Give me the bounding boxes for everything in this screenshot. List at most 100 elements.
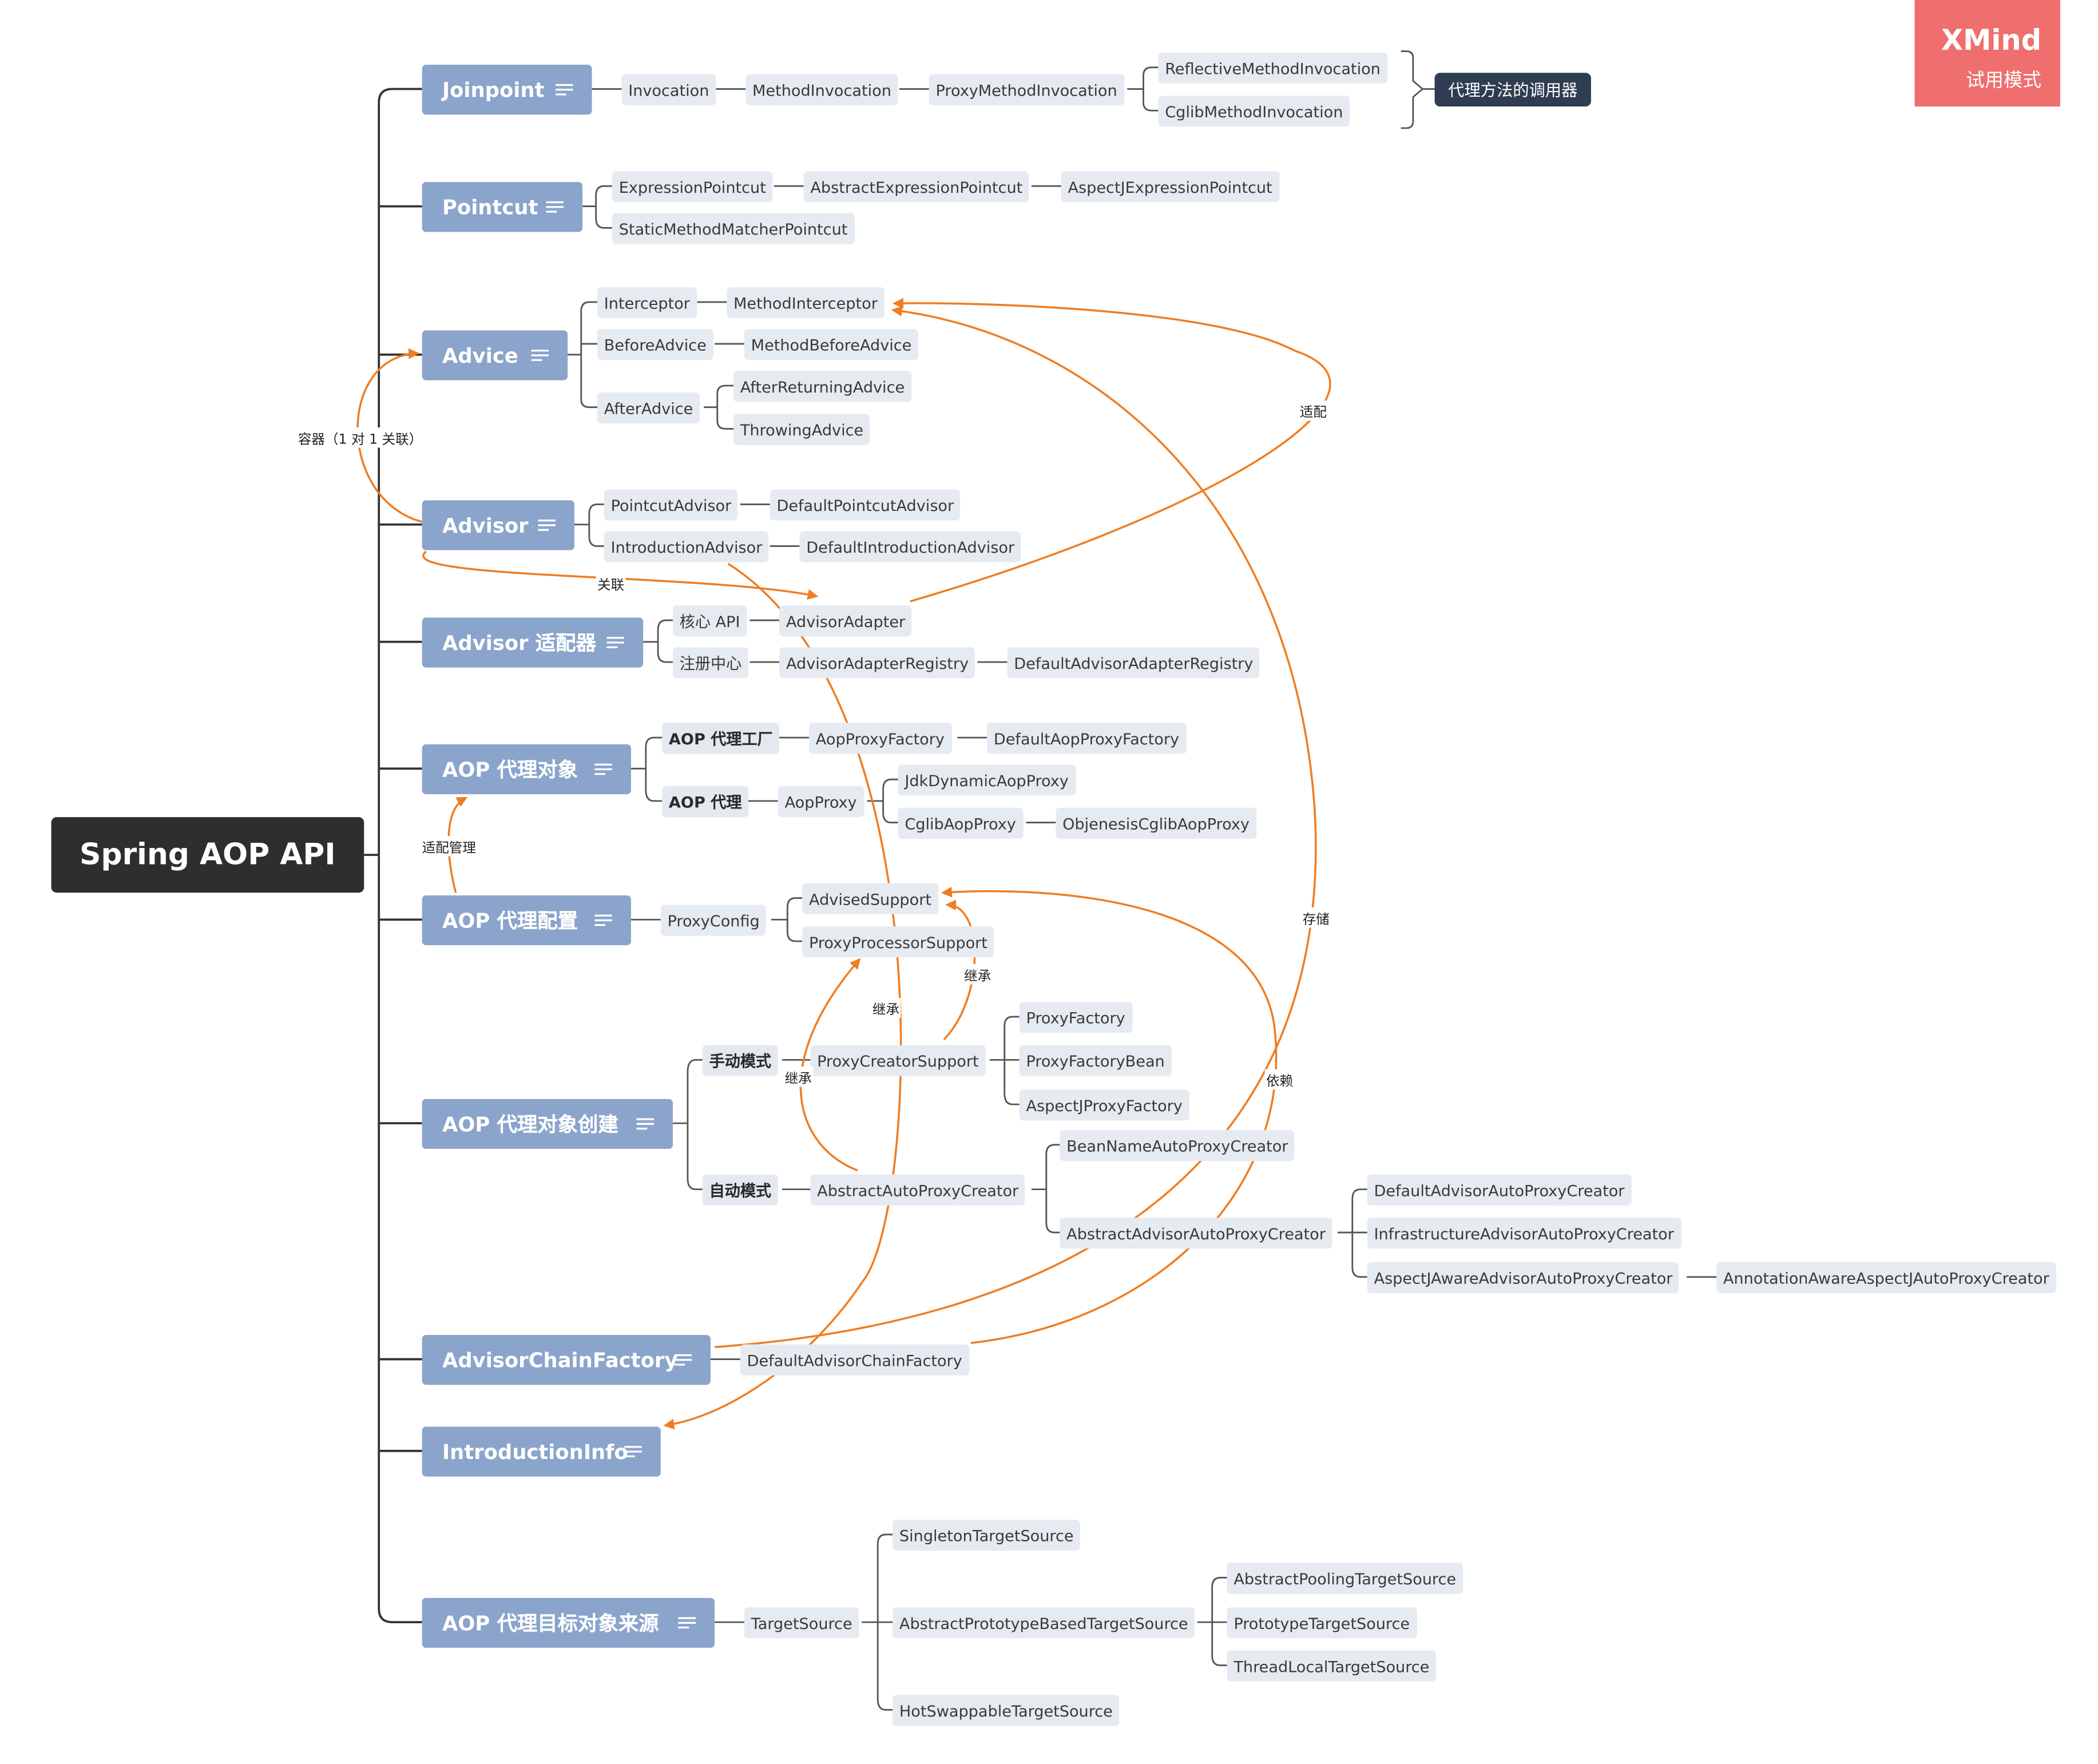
leaf-default-advisor-chain-factory[interactable]: DefaultAdvisorChainFactory [740, 1344, 969, 1375]
relation-label-store[interactable]: 存储 [1301, 907, 1331, 928]
leaf-advisor-adapter[interactable]: AdvisorAdapter [779, 605, 912, 637]
leaf-proxy-factory-bean[interactable]: ProxyFactoryBean [1019, 1045, 1172, 1076]
topic-advisor-label: Advisor [442, 513, 529, 538]
leaf-method-invocation[interactable]: MethodInvocation [745, 74, 898, 105]
leaf-annotation-aware-aspectj-auto-proxy-creator[interactable]: AnnotationAwareAspectJAutoProxyCreator [1716, 1262, 2056, 1294]
relation-label-container[interactable]: 容器（1 对 1 关联） [296, 427, 424, 448]
leaf-auto-mode[interactable]: 自动模式 [702, 1174, 778, 1206]
leaf-prototype-target-source[interactable]: PrototypeTargetSource [1227, 1607, 1417, 1639]
leaf-proxy-creator-support[interactable]: ProxyCreatorSupport [810, 1045, 986, 1076]
leaf-method-interceptor[interactable]: MethodInterceptor [727, 287, 885, 319]
topic-advice[interactable]: Advice [422, 330, 568, 380]
leaf-core-api[interactable]: 核心 API [672, 605, 747, 637]
leaf-proxy-factory[interactable]: ProxyFactory [1019, 1002, 1132, 1033]
leaf-proxy-processor-support[interactable]: ProxyProcessorSupport [802, 926, 994, 958]
summary-proxy-invoker[interactable]: 代理方法的调用器 [1434, 73, 1591, 107]
relation-depend [941, 886, 1278, 1345]
relation-assoc [422, 550, 819, 600]
relation-store [714, 306, 1317, 1349]
relation-inherit3 [799, 958, 861, 1172]
leaf-reflective-method-invocation[interactable]: ReflectiveMethodInvocation [1158, 52, 1387, 84]
leaf-abstract-expression-pointcut[interactable]: AbstractExpressionPointcut [803, 171, 1030, 203]
topic-aop-target-source[interactable]: AOP 代理目标对象来源 [422, 1597, 715, 1648]
leaf-registry-center[interactable]: 注册中心 [672, 647, 748, 679]
topic-aop-proxy-creation[interactable]: AOP 代理对象创建 [422, 1099, 673, 1149]
leaf-default-aop-proxy-factory[interactable]: DefaultAopProxyFactory [987, 723, 1186, 754]
relation-inherit1 [663, 562, 902, 1430]
relation-label-assoc[interactable]: 关联 [596, 573, 626, 593]
notes-icon [606, 637, 625, 648]
leaf-aop-proxy-factory-group[interactable]: AOP 代理工厂 [662, 723, 780, 754]
leaf-default-advisor-auto-proxy-creator[interactable]: DefaultAdvisorAutoProxyCreator [1367, 1174, 1632, 1206]
leaf-default-introduction-advisor[interactable]: DefaultIntroductionAdvisor [799, 531, 1021, 562]
leaf-hot-swappable-target-source[interactable]: HotSwappableTargetSource [893, 1695, 1120, 1726]
relation-label-inherit-1[interactable]: 继承 [871, 997, 901, 1018]
topic-introduction-info[interactable]: IntroductionInfo [422, 1426, 661, 1477]
notes-icon [538, 520, 556, 531]
relation-label-adapt-management[interactable]: 适配管理 [421, 836, 478, 857]
leaf-method-before-advice[interactable]: MethodBeforeAdvice [744, 329, 919, 360]
leaf-aspectj-aware-advisor-auto-proxy-creator[interactable]: AspectJAwareAdvisorAutoProxyCreator [1367, 1262, 1680, 1294]
leaf-aop-proxy[interactable]: AopProxy [778, 786, 864, 818]
leaf-cglib-aop-proxy[interactable]: CglibAopProxy [898, 807, 1023, 839]
leaf-abstract-advisor-auto-proxy-creator[interactable]: AbstractAdvisorAutoProxyCreator [1060, 1218, 1332, 1249]
leaf-aop-proxy-factory[interactable]: AopProxyFactory [809, 723, 951, 754]
leaf-singleton-target-source[interactable]: SingletonTargetSource [893, 1520, 1081, 1551]
leaf-invocation[interactable]: Invocation [621, 74, 716, 105]
topic-advisor-chain-factory-label: AdvisorChainFactory [442, 1347, 678, 1372]
leaf-default-pointcut-advisor[interactable]: DefaultPointcutAdvisor [770, 489, 961, 521]
leaf-objenesis-cglib-aop-proxy[interactable]: ObjenesisCglibAopProxy [1056, 807, 1256, 839]
topic-aop-proxy-config-label: AOP 代理配置 [442, 909, 578, 933]
leaf-advisor-adapter-registry[interactable]: AdvisorAdapterRegistry [779, 647, 975, 679]
leaf-thread-local-target-source[interactable]: ThreadLocalTargetSource [1227, 1650, 1437, 1682]
notes-icon [594, 763, 612, 775]
leaf-before-advice[interactable]: BeforeAdvice [597, 329, 713, 360]
root-topic[interactable]: Spring AOP API [51, 817, 364, 893]
leaf-abstract-auto-proxy-creator[interactable]: AbstractAutoProxyCreator [810, 1174, 1026, 1206]
notes-icon [546, 201, 564, 213]
topic-pointcut[interactable]: Pointcut [422, 182, 583, 232]
topic-advice-label: Advice [442, 343, 518, 368]
xmind-trial-badge: XMind 试用模式 [1914, 0, 2061, 107]
relation-label-adapt[interactable]: 适配 [1298, 400, 1328, 421]
topic-introduction-info-label: IntroductionInfo [442, 1439, 628, 1464]
leaf-bean-name-auto-proxy-creator[interactable]: BeanNameAutoProxyCreator [1060, 1129, 1295, 1162]
topic-advisor-adapter[interactable]: Advisor 适配器 [422, 617, 644, 668]
leaf-abstract-pooling-target-source[interactable]: AbstractPoolingTargetSource [1227, 1563, 1463, 1594]
leaf-abstract-prototype-based-target-source[interactable]: AbstractPrototypeBasedTargetSource [893, 1607, 1195, 1639]
leaf-expression-pointcut[interactable]: ExpressionPointcut [612, 171, 773, 203]
topic-advisor-chain-factory[interactable]: AdvisorChainFactory [422, 1335, 711, 1385]
leaf-pointcut-advisor[interactable]: PointcutAdvisor [604, 489, 739, 521]
leaf-aop-proxy-group[interactable]: AOP 代理 [662, 786, 749, 818]
leaf-throwing-advice[interactable]: ThrowingAdvice [733, 414, 870, 445]
leaf-advised-support[interactable]: AdvisedSupport [802, 883, 938, 914]
topic-aop-proxy-object[interactable]: AOP 代理对象 [422, 744, 631, 795]
relation-label-depend[interactable]: 依赖 [1264, 1069, 1295, 1090]
leaf-jdk-dynamic-aop-proxy[interactable]: JdkDynamicAopProxy [898, 764, 1076, 796]
topic-joinpoint-label: Joinpoint [442, 77, 545, 102]
relation-label-inherit-3[interactable]: 继承 [783, 1067, 814, 1087]
leaf-after-advice[interactable]: AfterAdvice [597, 392, 700, 424]
leaf-interceptor[interactable]: Interceptor [597, 287, 697, 319]
leaf-proxy-config[interactable]: ProxyConfig [660, 905, 767, 936]
leaf-target-source[interactable]: TargetSource [744, 1607, 859, 1639]
leaf-introduction-advisor[interactable]: IntroductionAdvisor [604, 531, 770, 562]
leaf-aspectj-proxy-factory[interactable]: AspectJProxyFactory [1019, 1089, 1189, 1121]
topic-advisor[interactable]: Advisor [422, 500, 574, 550]
leaf-after-returning-advice[interactable]: AfterReturningAdvice [733, 371, 911, 402]
topic-aop-proxy-config[interactable]: AOP 代理配置 [422, 895, 631, 946]
notes-icon [624, 1446, 642, 1457]
xmind-logo-text: XMind [1941, 24, 2042, 57]
topic-joinpoint[interactable]: Joinpoint [422, 65, 592, 115]
leaf-cglib-method-invocation[interactable]: CglibMethodInvocation [1158, 96, 1350, 127]
trial-mode-label: 试用模式 [1966, 70, 2042, 92]
topic-aop-proxy-object-label: AOP 代理对象 [442, 758, 578, 782]
leaf-aspectj-expression-pointcut[interactable]: AspectJExpressionPointcut [1061, 171, 1279, 203]
leaf-infrastructure-advisor-auto-proxy-creator[interactable]: InfrastructureAdvisorAutoProxyCreator [1367, 1218, 1681, 1249]
relation-label-inherit-2[interactable]: 继承 [962, 964, 993, 985]
leaf-proxy-method-invocation[interactable]: ProxyMethodInvocation [929, 74, 1124, 105]
leaf-static-method-matcher-pointcut[interactable]: StaticMethodMatcherPointcut [612, 213, 855, 244]
leaf-manual-mode[interactable]: 手动模式 [702, 1045, 778, 1076]
leaf-default-advisor-adapter-registry[interactable]: DefaultAdvisorAdapterRegistry [1007, 647, 1260, 679]
